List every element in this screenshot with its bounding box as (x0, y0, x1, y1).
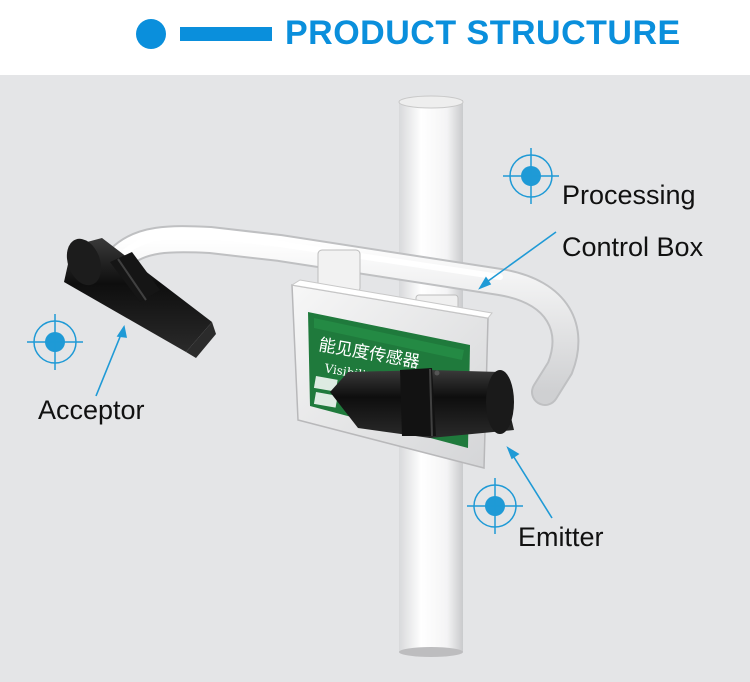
label-processing: Processing (562, 180, 696, 210)
visibility-sensor-illustration: 能见度传感器 Visibility S (27, 95, 580, 657)
label-acceptor: Acceptor (38, 395, 145, 425)
emitter-tube (330, 368, 514, 438)
page-title: PRODUCT STRUCTURE (285, 14, 681, 52)
acceptor-tube (64, 238, 216, 358)
header: PRODUCT STRUCTURE (0, 0, 750, 75)
crosshair-target-icon (503, 148, 559, 204)
header-bar-icon (180, 27, 272, 41)
product-image-area: 能见度传感器 Visibility S (0, 75, 750, 682)
callout-lines (95, 231, 557, 519)
crosshair-target-icon (467, 478, 523, 534)
crosshair-target-icon (27, 314, 83, 370)
header-dot-icon (136, 19, 166, 49)
label-control-box: Control Box (562, 232, 704, 262)
label-emitter: Emitter (518, 522, 604, 552)
support-arm (106, 225, 580, 406)
